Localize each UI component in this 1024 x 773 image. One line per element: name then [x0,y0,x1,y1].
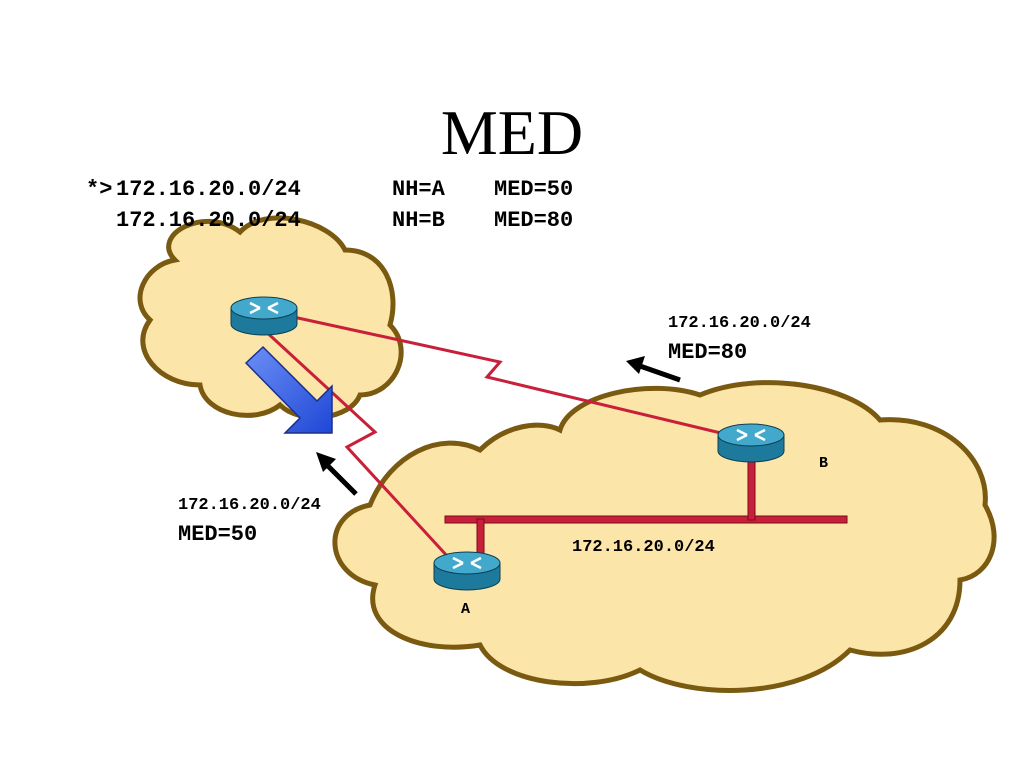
router-b-icon [717,423,785,463]
serial-link-to-b [274,311,751,442]
bgp-best-marker: *> [86,177,113,202]
bgp-row-1-med: MED=50 [494,177,574,202]
lan-segment [444,515,848,524]
advert-arrow-from-b [626,356,681,383]
bgp-row-2-prefix: 172.16.20.0/24 [116,208,301,233]
advert-b-prefix: 172.16.20.0/24 [668,314,811,333]
advert-b-med: MED=80 [668,340,748,365]
bgp-row-2-med: MED=80 [494,208,574,233]
advert-a-prefix: 172.16.20.0/24 [178,496,321,515]
advert-a-med: MED=50 [178,522,258,547]
router-a-icon [433,551,501,591]
bgp-row-2-next-hop: NH=B [392,208,445,233]
router-a-label: A [461,601,471,618]
best-path-arrow [244,345,333,434]
lan-drop-b [747,461,756,521]
lan-label: 172.16.20.0/24 [572,538,715,557]
bgp-row-1-prefix: 172.16.20.0/24 [116,177,301,202]
cloud-local-as [332,380,997,693]
router-upstream-icon [230,296,298,336]
router-b-label: B [819,455,829,472]
advert-arrow-from-a [316,452,358,496]
serial-link-to-a [260,326,462,572]
bgp-row-1-next-hop: NH=A [392,177,445,202]
page-title: MED [440,97,584,168]
